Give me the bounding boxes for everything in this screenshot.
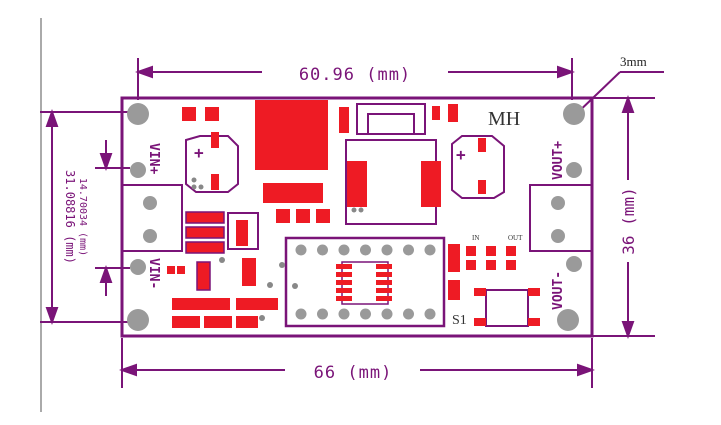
hole-size-label: 3mm: [620, 54, 647, 69]
center-transistor: [345, 139, 441, 225]
module-pin: [295, 308, 307, 320]
out-label: OUT: [508, 234, 523, 242]
module-pin: [317, 244, 328, 256]
in-label: IN: [472, 234, 479, 242]
smd-pads-lower-left: [167, 258, 278, 328]
small-pad-top: [448, 104, 458, 122]
ic-pad: [336, 296, 352, 301]
output-terminal-block: [529, 184, 593, 252]
module-pin: [381, 308, 393, 320]
ic-pad: [336, 288, 352, 293]
module-ic-pins: [336, 264, 392, 301]
vias: [219, 257, 298, 289]
ic-pad: [336, 264, 352, 269]
svg-text:+: +: [456, 145, 466, 164]
module-pin: [381, 244, 393, 256]
vin-plus-label: VIN+: [146, 143, 161, 174]
module-pins: [295, 244, 436, 320]
input-terminal-block: [121, 184, 183, 252]
mh-label: MH: [488, 108, 520, 130]
module-pin: [295, 244, 307, 256]
switch-s1: [474, 288, 540, 327]
top-connector: [356, 103, 440, 135]
smd-pads-top-left: [182, 107, 349, 223]
via: [259, 315, 265, 321]
diode-pads: [263, 183, 323, 203]
vout-plus-label: VOUT+: [551, 141, 566, 180]
ic-pad: [376, 280, 392, 285]
left-inner-dimension-label: 14.70034 (mm): [77, 178, 88, 256]
mounting-holes: [127, 103, 585, 331]
module-pin: [338, 244, 350, 256]
svg-text:+: +: [194, 143, 204, 162]
module-pin: [424, 244, 436, 256]
top-dimension-label: 60.96 (mm): [299, 65, 411, 85]
left-capacitor: +: [185, 132, 239, 193]
trimmer-potentiometer: [227, 212, 259, 250]
vout-minus-label: VOUT-: [551, 271, 566, 310]
s1-label: S1: [452, 313, 467, 328]
vin-minus-label: VIN-: [146, 258, 161, 289]
module-pin: [360, 244, 371, 256]
ic-pad: [336, 272, 352, 277]
module-pin: [424, 308, 436, 320]
inductor-pad: [255, 100, 328, 170]
module-pin: [360, 308, 371, 320]
ic-pad: [376, 272, 392, 277]
bottom-dimension-label: 66 (mm): [314, 363, 393, 383]
ic-pad: [376, 264, 392, 269]
module-pin: [317, 308, 328, 320]
right-dimension-label: 36 (mm): [619, 187, 638, 254]
ic-pad: [376, 288, 392, 293]
side-holes: [130, 162, 582, 275]
ic-pad: [376, 296, 392, 301]
dimension-lines: [40, 58, 664, 388]
module-pin: [338, 308, 350, 320]
left-outer-dimension-label: 31.08816 (mm): [63, 170, 77, 264]
resistor-array-left: [185, 211, 225, 291]
right-capacitor: +: [451, 135, 505, 199]
smd-pads-lower-right: [448, 244, 516, 300]
ic-pad: [336, 280, 352, 285]
module-pin: [403, 308, 414, 320]
module-pin: [403, 244, 414, 256]
